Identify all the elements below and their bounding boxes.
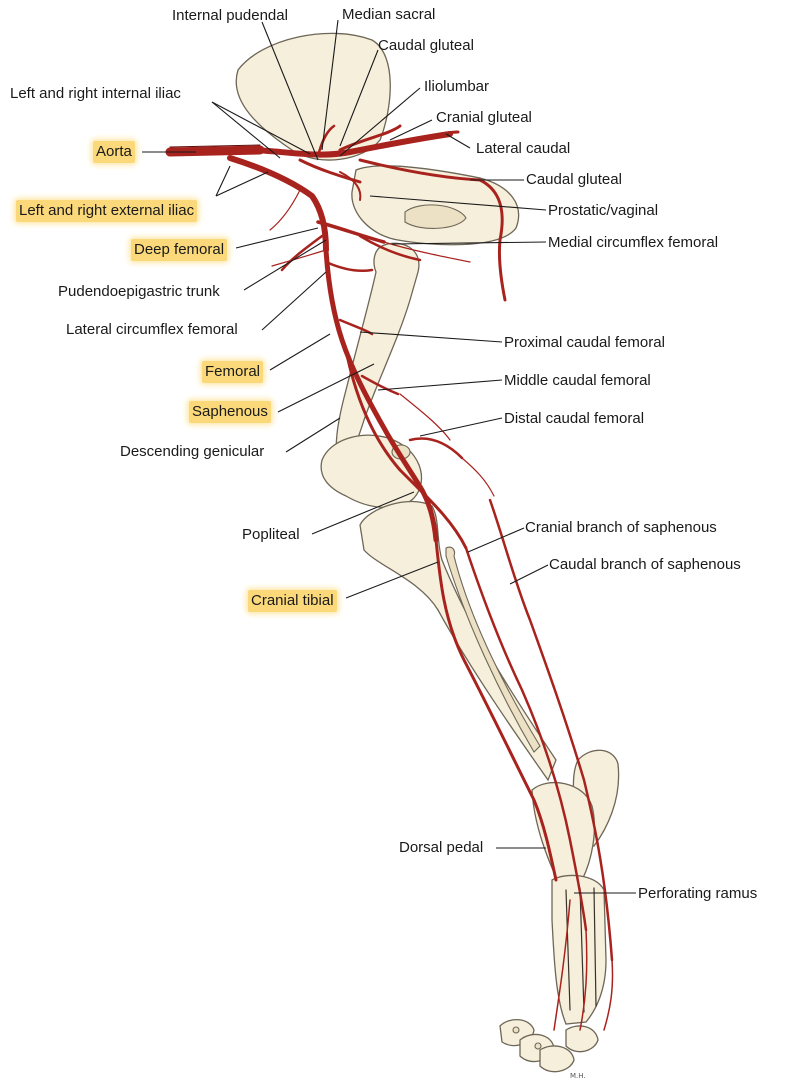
cranial-branch-saphenous-vessel (464, 546, 588, 932)
metatarsal-line-2 (579, 887, 585, 1013)
lateral-circumflex-vessel (324, 260, 374, 272)
tibia (359, 500, 557, 782)
label-femoral: Femoral (202, 361, 264, 383)
internal-pudendal-vessel (298, 158, 362, 184)
label-deep-femoral: Deep femoral (131, 239, 228, 261)
middle-caudal-femoral-vessel (360, 374, 400, 396)
label-proximal-caudal-femoral: Proximal caudal femoral (504, 334, 665, 351)
label-caudal-gluteal-top: Caudal gluteal (378, 37, 474, 54)
obturator-foramen (404, 204, 467, 229)
label-caudal-branch-saphenous: Caudal branch of saphenous (549, 556, 741, 573)
deep-femoral-vessel (316, 220, 386, 244)
label-cranial-branch-saphenous: Cranial branch of saphenous (525, 519, 717, 536)
prostatic-vaginal-vessel (339, 171, 362, 201)
label-medial-circumflex-femoral: Medial circumflex femoral (548, 234, 719, 251)
fibula (445, 546, 541, 753)
label-dorsal-pedal: Dorsal pedal (399, 839, 484, 856)
label-cranial-gluteal: Cranial gluteal (436, 109, 532, 126)
label-internal-pudendal: Internal pudendal (172, 7, 288, 24)
skeleton (235, 32, 620, 1073)
metatarsal-line-1 (565, 889, 571, 1011)
tarsus (531, 782, 595, 887)
medial-circumflex-vessel (358, 234, 422, 262)
label-left-right-external-iliac: Left and right external iliac (16, 200, 198, 222)
digital-vessels (553, 899, 614, 1031)
cranial-gluteal-vessel (338, 124, 402, 152)
external-iliac-vessel (227, 155, 329, 253)
label-cranial-tibial: Cranial tibial (248, 590, 337, 612)
label-popliteal: Popliteal (242, 526, 300, 543)
digits (499, 1019, 599, 1073)
label-lateral-caudal: Lateral caudal (476, 140, 571, 157)
label-pudendoepigastric-trunk: Pudendoepigastric trunk (58, 283, 220, 300)
cranial-tibial-vessel (434, 538, 558, 882)
pudendoepigastric-vessel (280, 234, 324, 272)
label-perforating-ramus: Perforating ramus (638, 885, 758, 902)
median-sacral-vessel (316, 124, 336, 158)
label-distal-caudal-femoral: Distal caudal femoral (504, 410, 645, 427)
metatarsal-line-3 (593, 887, 597, 1007)
label-prostatic-vaginal: Prostatic/vaginal (548, 202, 659, 219)
label-aorta: Aorta (93, 141, 135, 163)
leader-lines (142, 19, 636, 894)
distal-caudal-femoral-vessel (408, 437, 464, 460)
label-left-right-internal-iliac: Left and right internal iliac (10, 85, 181, 102)
caudal-gluteal-vessel (358, 158, 507, 302)
caudal-branch-saphenous-vessel (488, 498, 614, 962)
femoral-vessel (323, 247, 439, 543)
label-descending-genicular: Descending genicular (120, 443, 265, 460)
metatarsals (551, 874, 607, 1025)
label-caudal-gluteal: Caudal gluteal (526, 171, 622, 188)
label-saphenous: Saphenous (189, 401, 271, 423)
label-lateral-circumflex-femoral: Lateral circumflex femoral (66, 321, 238, 338)
lateral-caudal-vessel (408, 130, 460, 142)
label-median-sacral: Median sacral (342, 6, 436, 23)
label-middle-caudal-femoral: Middle caudal femoral (504, 372, 651, 389)
illustrator-signature: M.H. (570, 1072, 586, 1080)
label-iliolumbar: Iliolumbar (424, 78, 490, 95)
saphenous-vessel (344, 348, 468, 550)
arteries (165, 124, 614, 1031)
